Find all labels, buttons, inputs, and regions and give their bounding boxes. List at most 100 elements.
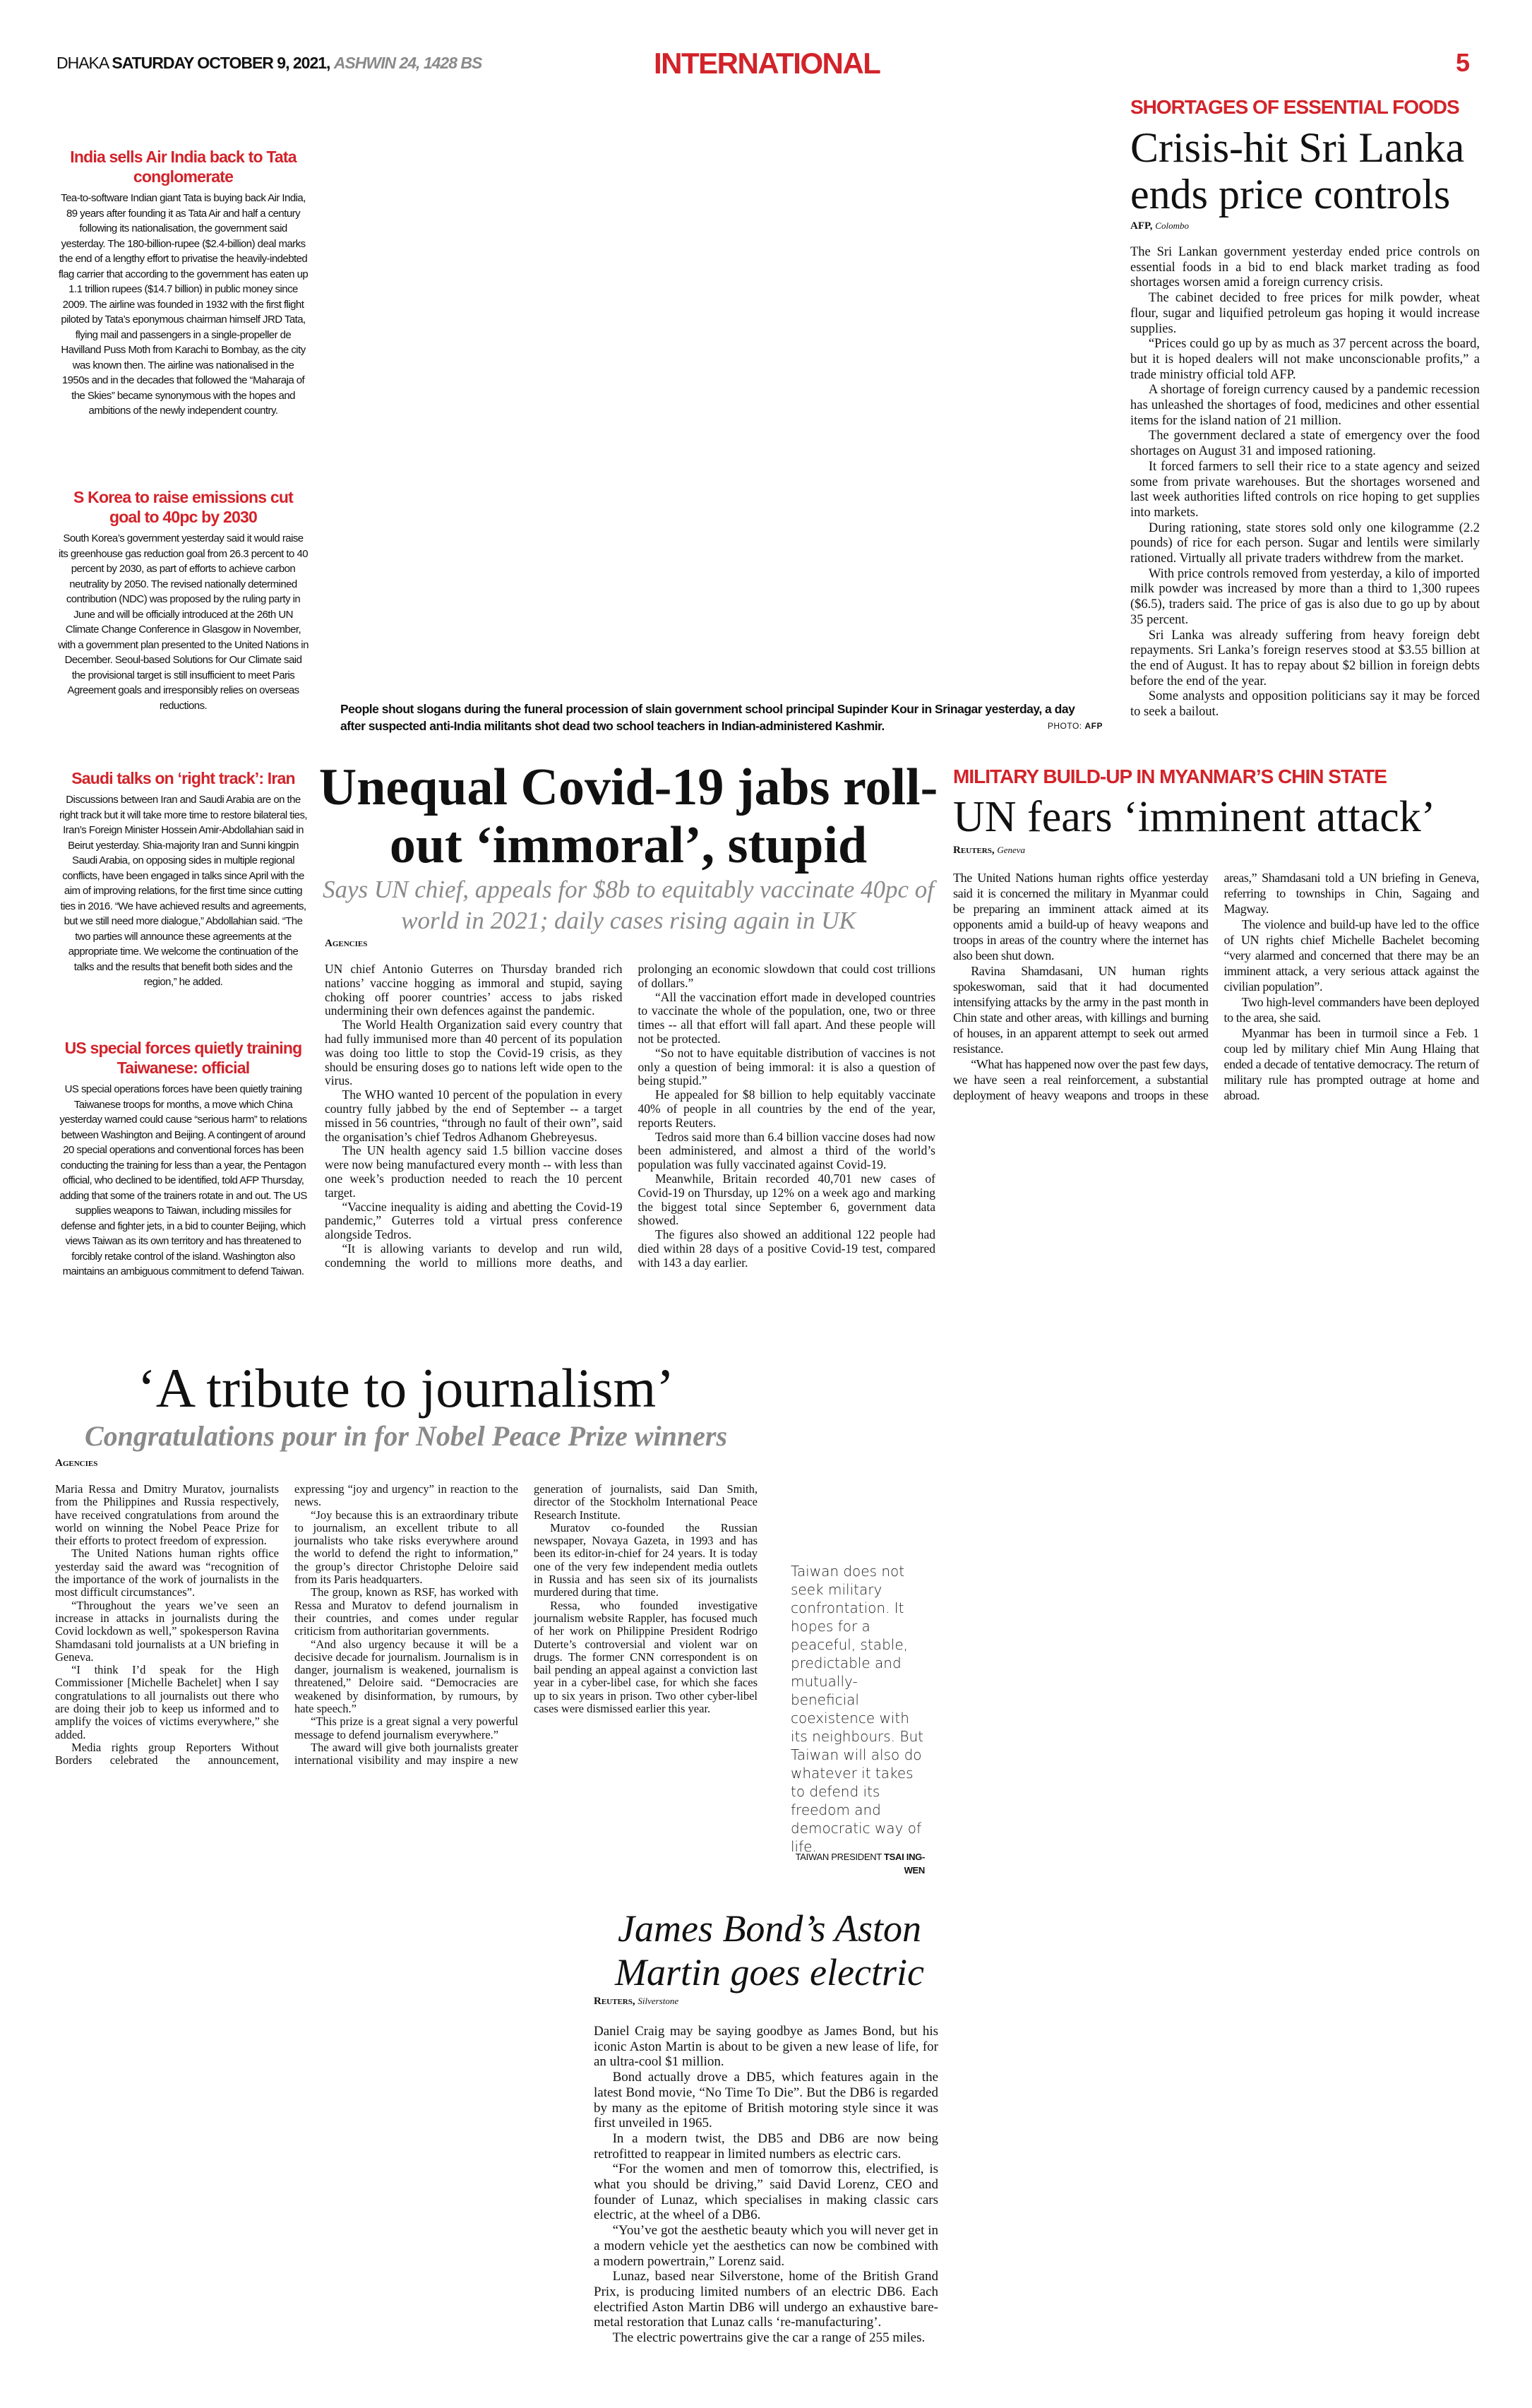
paragraph: Sri Lanka was already suffering from hea… xyxy=(1130,628,1480,689)
paragraph: The UN health agency said 1.5 billion va… xyxy=(325,1143,623,1200)
byline-place: Colombo xyxy=(1155,220,1189,231)
paragraph: “Joy because this is an extraordinary tr… xyxy=(294,1508,518,1587)
paragraph: “And also urgency because it will be a d… xyxy=(294,1637,518,1716)
paragraph: The Sri Lankan government yesterday ende… xyxy=(1130,245,1480,290)
paragraph: Meanwhile, Britain recorded 40,701 new c… xyxy=(638,1171,936,1228)
paragraph: The figures also showed an additional 12… xyxy=(638,1227,936,1270)
photo-credit: PHOTO: AFP xyxy=(1048,717,1103,734)
paragraph: “Throughout the years we’ve seen an incr… xyxy=(55,1598,279,1664)
paragraph: Media rights group Reporters Without Bor… xyxy=(55,1482,518,1768)
paragraph: He appealed for $8 billion to help equit… xyxy=(638,1087,936,1130)
covid-byline: Agencies xyxy=(325,938,367,950)
paragraph: Tedros said more than 6.4 billion vaccin… xyxy=(638,1129,936,1172)
paragraph: The violence and build-up have led to th… xyxy=(1223,917,1480,994)
paragraph: “All the vaccination effort made in deve… xyxy=(638,989,936,1046)
paragraph: The WHO wanted 10 percent of the populat… xyxy=(325,1087,623,1144)
brief-headline: US special forces quietly training Taiwa… xyxy=(64,1039,303,1077)
page-number: 5 xyxy=(1456,48,1471,77)
brief-s-korea: S Korea to raise emissions cut goal to 4… xyxy=(58,487,309,713)
brief-air-india: India sells Air India back to Tata congl… xyxy=(58,147,309,419)
paragraph: The government declared a state of emerg… xyxy=(1130,429,1480,459)
myanmar-body: The United Nations human rights office y… xyxy=(953,870,1479,1110)
dateline-bangla-date: ASHWIN 24, 1428 BS xyxy=(333,54,483,72)
pull-quote: Taiwan does not seek military confrontat… xyxy=(791,1563,923,1855)
byline-agency: Agencies xyxy=(55,1458,98,1469)
section-title: INTERNATIONAL xyxy=(654,47,881,80)
dateline-city: DHAKA xyxy=(56,54,109,72)
dateline-date: SATURDAY OCTOBER 9, 2021, xyxy=(112,54,330,72)
paragraph: It forced farmers to sell their rice to … xyxy=(1130,459,1480,520)
attribution-name: TSAI ING-WEN xyxy=(884,1852,925,1876)
news-photo xyxy=(340,78,1100,692)
paragraph: “I think I’d speak for the High Commissi… xyxy=(55,1663,279,1741)
paragraph: Ravina Shamdasani, UN human rights spoke… xyxy=(953,964,1209,1056)
paragraph: “Prices could go up by as much as 37 per… xyxy=(1130,337,1480,382)
brief-body: Tea-to-software Indian giant Tata is buy… xyxy=(58,192,309,417)
paragraph: “It is allowing variants to develop and … xyxy=(325,962,935,1270)
credit-label: PHOTO: xyxy=(1047,721,1082,731)
brief-body: South Korea’s government yesterday said … xyxy=(58,532,309,712)
tribute-subhead: Congratulations pour in for Nobel Peace … xyxy=(84,1420,728,1452)
tribute-byline: Agencies xyxy=(55,1458,97,1470)
paragraph: Daniel Craig may be saying goodbye as Ja… xyxy=(594,2024,938,2070)
paragraph: “For the women and men of tomorrow this,… xyxy=(594,2162,938,2223)
paragraph: The group, known as RSF, has worked with… xyxy=(294,1585,518,1638)
tribute-body: Maria Ressa and Dmitry Muratov, journali… xyxy=(55,1482,758,1885)
brief-body: Discussions between Iran and Saudi Arabi… xyxy=(59,794,308,988)
myanmar-kicker: MILITARY BUILD-UP IN MYANMAR’S CHIN STAT… xyxy=(953,765,1387,787)
byline-agency: Reuters, xyxy=(594,1996,635,2007)
sri-lanka-body: The Sri Lankan government yesterday ende… xyxy=(1130,245,1480,720)
paragraph: Maria Ressa and Dmitry Muratov, journali… xyxy=(55,1482,279,1548)
myanmar-headline: UN fears ‘imminent attack’ xyxy=(953,793,1436,841)
brief-headline: India sells Air India back to Tata congl… xyxy=(70,148,297,186)
paragraph: “This prize is a great signal a very pow… xyxy=(294,1715,518,1741)
paragraph: Some analysts and opposition politicians… xyxy=(1130,689,1480,720)
brief-body: US special operations forces have been q… xyxy=(59,1083,307,1277)
credit-source: AFP xyxy=(1084,721,1103,731)
brief-headline: Saudi talks on ‘right track’: Iran xyxy=(71,769,295,787)
paragraph: In a modern twist, the DB5 and DB6 are n… xyxy=(594,2130,938,2162)
paragraph: Muratov co-founded the Russian newspaper… xyxy=(534,1520,758,1599)
paragraph: “You’ve got the aesthetic beauty which y… xyxy=(594,2223,938,2269)
brief-headline: S Korea to raise emissions cut goal to 4… xyxy=(73,488,294,526)
paragraph: Ressa, who founded investigative journal… xyxy=(534,1598,758,1716)
paragraph: A shortage of foreign currency caused by… xyxy=(1130,383,1480,428)
paragraph: The United Nations human rights office y… xyxy=(953,871,1209,962)
byline-agency: AFP, xyxy=(1130,220,1153,232)
covid-body: UN chief Antonio Guterres on Thursday br… xyxy=(325,962,935,1337)
byline-place: Silverstone xyxy=(638,1996,679,2006)
sri-lanka-kicker: SHORTAGES OF ESSENTIAL FOODS xyxy=(1130,96,1460,118)
bond-byline: Reuters, Silverstone xyxy=(594,1996,678,2008)
caption-text: People shout slogans during the funeral … xyxy=(340,702,1075,733)
myanmar-byline: Reuters, Geneva xyxy=(953,845,1025,857)
paragraph: Two high-level commanders have been depl… xyxy=(1223,995,1480,1025)
sri-lanka-byline: AFP, Colombo xyxy=(1130,220,1189,232)
attribution-title: TAIWAN PRESIDENT xyxy=(795,1852,882,1862)
brief-us-taiwan: US special forces quietly training Taiwa… xyxy=(58,1038,309,1280)
paragraph: The cabinet decided to free prices for m… xyxy=(1130,291,1480,336)
pull-quote-attribution: TAIWAN PRESIDENT TSAI ING-WEN xyxy=(784,1850,926,1877)
dateline: DHAKA SATURDAY OCTOBER 9, 2021, ASHWIN 2… xyxy=(56,54,483,73)
paragraph: With price controls removed from yesterd… xyxy=(1130,566,1480,627)
paragraph: Bond actually drove a DB5, which feature… xyxy=(594,2070,938,2131)
paragraph: The United Nations human rights office y… xyxy=(55,1546,279,1599)
sri-lanka-headline: Crisis-hit Sri Lanka ends price controls xyxy=(1130,124,1465,217)
paragraph: The electric powertrains give the car a … xyxy=(612,2330,926,2346)
byline-agency: Reuters, xyxy=(953,845,995,856)
paragraph: During rationing, state stores sold only… xyxy=(1130,520,1480,566)
paragraph: Myanmar has been in turmoil since a Feb.… xyxy=(1223,1026,1480,1102)
covid-headline: Unequal Covid-19 jabs roll-out ‘immoral’… xyxy=(318,758,938,874)
bond-headline: James Bond’s Aston Martin goes electric xyxy=(615,1907,924,1993)
byline-agency: Agencies xyxy=(325,938,368,949)
paragraph: “So not to have equitable distribution o… xyxy=(638,1045,936,1088)
tribute-headline: ‘A tribute to journalism’ xyxy=(137,1357,675,1419)
byline-place: Geneva xyxy=(997,845,1026,855)
bond-body: Daniel Craig may be saying goodbye as Ja… xyxy=(594,2024,938,2346)
brief-saudi-iran: Saudi talks on ‘right track’: Iran Discu… xyxy=(58,768,309,990)
photo-caption: People shout slogans during the funeral … xyxy=(340,701,1103,734)
paragraph: “What has happened now over the past few… xyxy=(953,871,1479,1102)
paragraph: “Vaccine inequality is aiding and abetti… xyxy=(325,1199,623,1242)
paragraph: UN chief Antonio Guterres on Thursday br… xyxy=(325,962,623,1018)
paragraph: Lunaz, based near Silverstone, home of t… xyxy=(594,2269,938,2330)
paragraph: The World Health Organization said every… xyxy=(325,1018,623,1088)
